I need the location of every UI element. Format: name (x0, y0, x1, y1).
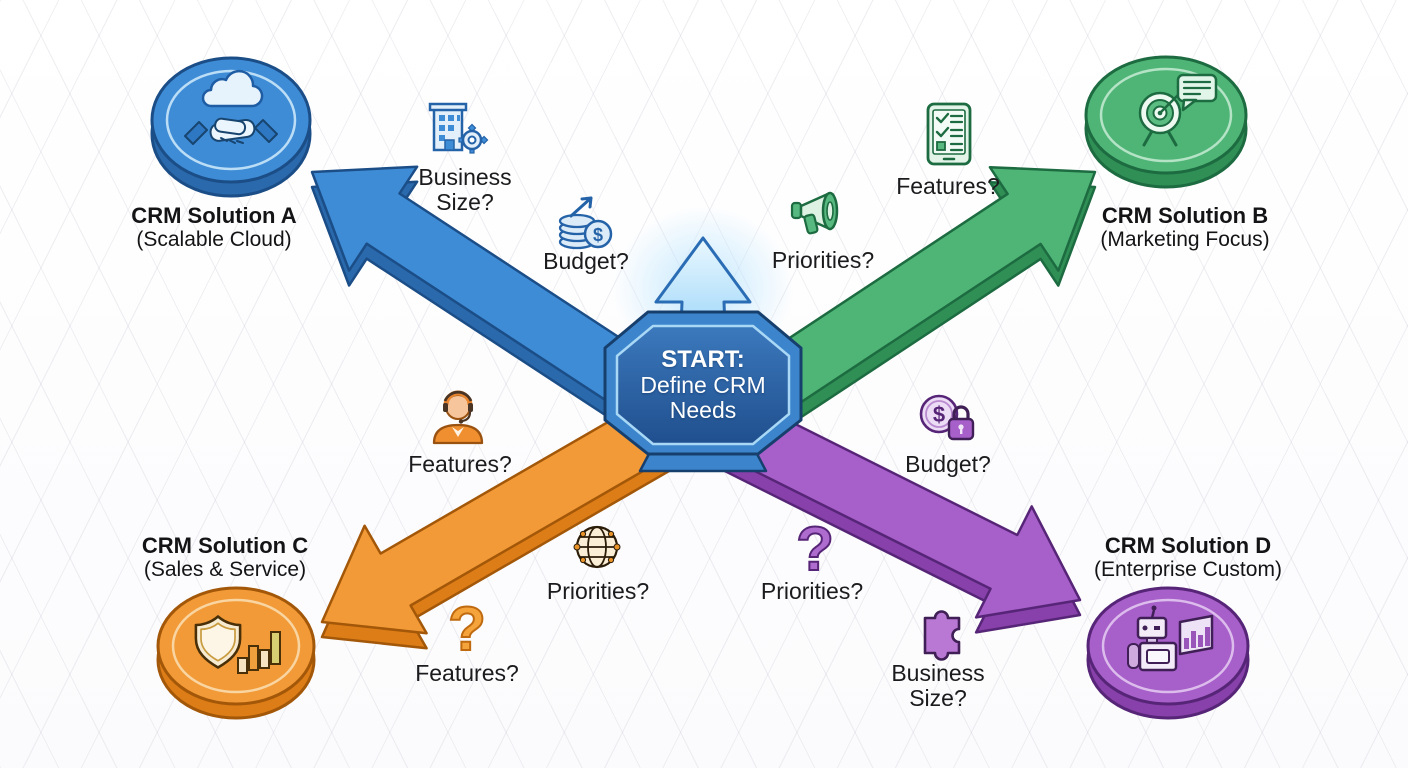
arrow-purple (715, 396, 1082, 634)
dollar-glyph: $ (593, 225, 603, 245)
start-node (603, 206, 803, 473)
solution-b-badge (1084, 55, 1248, 189)
question-label-priorities-orange: Priorities? (546, 578, 650, 604)
start-node-line1: START: (661, 346, 745, 373)
shield-barchart-icon (194, 615, 281, 674)
building-gear-icon (428, 102, 489, 154)
question-mark-icon: ? (796, 515, 834, 584)
start-node-panel (615, 324, 791, 446)
solution-d-badge (1086, 586, 1250, 720)
solution-c-badge (156, 586, 316, 720)
solution-b-title: CRM Solution B (1101, 203, 1269, 228)
solution-d-label: CRM Solution D (Enterprise Custom) (1094, 533, 1282, 582)
chat-bubble-icon (1176, 73, 1218, 112)
dollar-glyph: $ (933, 402, 945, 427)
start-node-line3: Needs (669, 397, 737, 423)
megaphone-icon (790, 191, 839, 235)
solution-b-subtitle: (Marketing Focus) (1100, 228, 1270, 251)
chart-panel-icon (1178, 614, 1214, 656)
bar-chart-icon (237, 631, 281, 674)
target-chat-icon (1138, 73, 1218, 147)
coins-growth-icon: $ (558, 196, 613, 250)
solution-a-title: CRM Solution A (131, 203, 297, 228)
start-node-line2: Define CRM (640, 372, 766, 398)
solution-a-label: CRM Solution A (Scalable Cloud) (131, 203, 296, 252)
solution-d-subtitle: (Enterprise Custom) (1094, 558, 1282, 581)
question-label-business-size-blue: Business Size? (418, 164, 512, 215)
solution-c-label: CRM Solution C (Sales & Service) (142, 533, 308, 582)
question-label-features-orange: Features? (408, 451, 512, 477)
arrow-blue (310, 165, 678, 442)
question-label-features-green: Features? (896, 173, 1000, 199)
globe-icon (573, 525, 621, 569)
solution-a-badge (150, 56, 312, 198)
solution-a-subtitle: (Scalable Cloud) (136, 228, 292, 251)
start-node-label: START: Define CRM Needs (603, 347, 803, 423)
solution-c-subtitle: (Sales & Service) (143, 558, 307, 581)
question-label-priorities-green: Priorities? (771, 247, 875, 273)
question-label-budget-blue: Budget? (543, 248, 629, 274)
dollar-lock-icon: $ (919, 394, 975, 441)
solution-d-title: CRM Solution D (1104, 533, 1272, 558)
question-label-priorities-purple: Priorities? (760, 578, 864, 604)
headset-agent-icon (432, 390, 484, 445)
question-label-business-size-purple: Business Size? (891, 660, 985, 711)
solution-b-label: CRM Solution B (Marketing Focus) (1100, 203, 1269, 252)
question-mark-icon: ? (448, 595, 486, 664)
robot-chart-icon (1127, 605, 1214, 672)
question-label-features-orange-2: Features? (415, 660, 519, 686)
puzzle-icon (923, 610, 961, 661)
question-label-budget-purple: Budget? (905, 451, 991, 477)
cloud-handshake-icon (184, 69, 278, 145)
solution-c-title: CRM Solution C (141, 533, 309, 558)
tablet-checklist-icon (926, 102, 972, 166)
